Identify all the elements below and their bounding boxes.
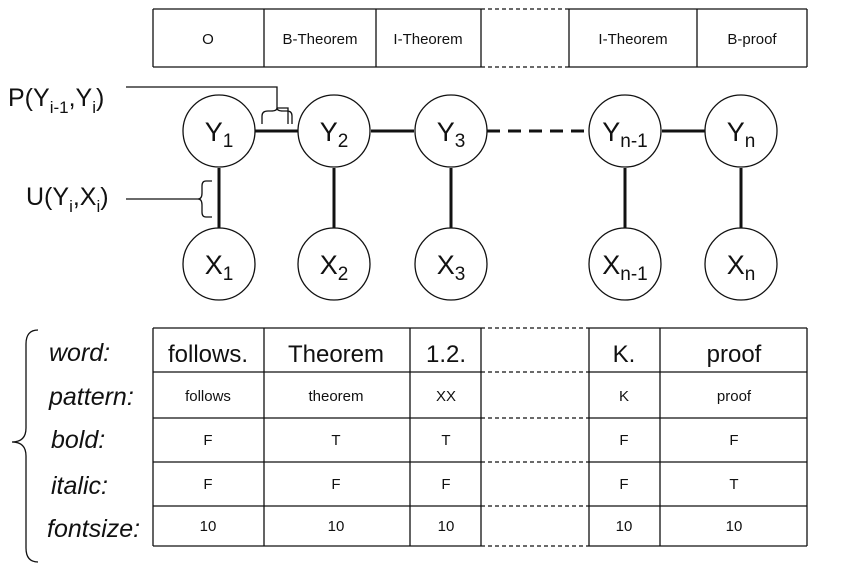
table-cell: F: [619, 432, 628, 449]
table-cell: theorem: [308, 388, 363, 405]
feature-name: word:: [49, 339, 110, 367]
table-cell: follows: [185, 388, 231, 405]
label-cell: I-Theorem: [393, 31, 462, 48]
table-cell: K: [619, 388, 629, 405]
table-cell: F: [203, 432, 212, 449]
feature-name: bold:: [51, 426, 105, 454]
feature-name: fontsize:: [47, 515, 140, 543]
node-y2: Y2: [297, 94, 371, 168]
table-cell: F: [441, 476, 450, 493]
svg-text:Y1: Y1: [205, 117, 234, 152]
table-cell: 10: [200, 518, 217, 535]
table-cell: 1.2.: [426, 341, 466, 368]
label-cell: I-Theorem: [598, 31, 667, 48]
node-x3: X3: [414, 227, 488, 301]
feature-brace: [11, 329, 39, 563]
table-cell: 10: [438, 518, 455, 535]
node-x-n-minus-1: Xn-1: [588, 227, 662, 301]
svg-text:Xn-1: Xn-1: [602, 250, 647, 285]
pairwise-potential-annotation: P(Yi-1,Yi): [8, 84, 293, 124]
svg-text:Y3: Y3: [437, 117, 466, 152]
table-cell: F: [203, 476, 212, 493]
table-cell: proof: [707, 341, 762, 368]
node-y-n-minus-1: Yn-1: [588, 94, 662, 168]
feature-name: italic:: [51, 472, 108, 500]
label-cell: B-proof: [727, 31, 777, 48]
table-cell: 10: [616, 518, 633, 535]
label-nodes: Y1 Y2 Y3 Yn-1 Yn: [182, 94, 778, 168]
observation-nodes: X1 X2 X3 Xn-1 Xn: [182, 227, 778, 301]
label-cell: O: [202, 31, 214, 48]
table-cell: proof: [717, 388, 752, 405]
table-cell: T: [331, 432, 340, 449]
svg-text:X3: X3: [437, 250, 466, 285]
feature-names: word: pattern: bold: italic: fontsize:: [47, 339, 140, 543]
node-x-n: Xn: [704, 227, 778, 301]
pairwise-potential-label: P(Yi-1,Yi): [8, 84, 104, 117]
label-sequence: O B-Theorem I-Theorem I-Theorem B-proof: [152, 8, 808, 68]
svg-text:Yn: Yn: [727, 117, 756, 152]
unary-potential-annotation: U(Yi,Xi): [26, 180, 212, 218]
node-y-n: Yn: [704, 94, 778, 168]
feature-name: pattern:: [48, 383, 134, 411]
table-cell: Theorem: [288, 341, 384, 368]
node-x2: X2: [297, 227, 371, 301]
table-cell: T: [441, 432, 450, 449]
node-y1: Y1: [182, 94, 256, 168]
feature-table-grid: [152, 327, 808, 547]
label-cell: B-Theorem: [282, 31, 357, 48]
svg-text:Xn: Xn: [727, 250, 756, 285]
node-x1: X1: [182, 227, 256, 301]
table-cell: F: [619, 476, 628, 493]
table-cell: K.: [613, 341, 636, 368]
feature-table-values: follows. Theorem 1.2. K. proof follows t…: [168, 341, 762, 535]
graph-edges: [217, 129, 743, 228]
table-cell: F: [729, 432, 738, 449]
table-cell: follows.: [168, 341, 248, 368]
table-cell: 10: [328, 518, 345, 535]
table-cell: F: [331, 476, 340, 493]
svg-text:X1: X1: [205, 250, 234, 285]
node-y3: Y3: [414, 94, 488, 168]
table-cell: XX: [436, 388, 456, 405]
unary-potential-label: U(Yi,Xi): [26, 183, 109, 216]
svg-text:Y2: Y2: [320, 117, 349, 152]
table-cell: T: [729, 476, 738, 493]
svg-text:X2: X2: [320, 250, 349, 285]
svg-text:Yn-1: Yn-1: [602, 117, 647, 152]
table-cell: 10: [726, 518, 743, 535]
